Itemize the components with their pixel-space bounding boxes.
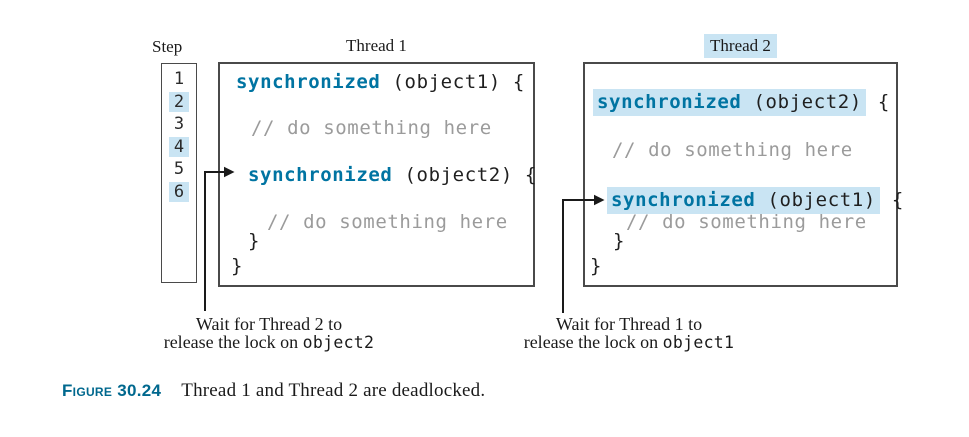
t2-keyword-2: synchronized bbox=[611, 189, 756, 211]
wait2-line2-text: release the lock on bbox=[523, 331, 663, 352]
step-number-5: 5 bbox=[173, 159, 185, 179]
step-number-3: 3 bbox=[173, 114, 185, 134]
thread2-title: Thread 2 bbox=[583, 34, 898, 58]
t1-comment-1: // do something here bbox=[251, 117, 492, 139]
t2-highlight-1: synchronized (object2) bbox=[593, 89, 866, 116]
figure-caption: Figure 30.24 Thread 1 and Thread 2 are de… bbox=[62, 380, 485, 402]
t1-comment-2: // do something here bbox=[267, 211, 508, 233]
t1-keyword-1: synchronized bbox=[236, 71, 381, 93]
step-column-label: Step bbox=[152, 37, 183, 56]
step-number-1: 1 bbox=[173, 69, 185, 89]
step-number-2: 2 bbox=[169, 91, 189, 112]
t1-closing-brace-inner: } bbox=[248, 230, 261, 252]
figure-label: Figure 30.24 bbox=[62, 381, 162, 400]
thread1-box bbox=[218, 62, 535, 287]
wait-caption-thread2: Wait for Thread 1 to release the lock on… bbox=[499, 314, 759, 352]
step-number-4: 4 bbox=[169, 136, 189, 157]
thread1-title-text: Thread 1 bbox=[346, 36, 407, 55]
wait1-line2-text: release the lock on bbox=[163, 331, 303, 352]
step-number-6: 6 bbox=[169, 181, 189, 202]
t2-line3-rest: (object1) bbox=[755, 189, 876, 211]
wait-caption-thread1: Wait for Thread 2 to release the lock on… bbox=[139, 314, 399, 352]
t2-comment-1: // do something here bbox=[612, 139, 853, 161]
wait1-line1: Wait for Thread 2 to bbox=[195, 314, 343, 334]
t1-line-sync-object1: synchronized (object1) { bbox=[236, 73, 525, 92]
t1-line-sync-object2: synchronized (object2) { bbox=[248, 166, 537, 185]
t2-line3-tail: { bbox=[879, 189, 904, 211]
t2-closing-brace-outer: } bbox=[590, 255, 603, 277]
t1-line3-rest: (object2) { bbox=[392, 164, 537, 186]
thread2-title-text: Thread 2 bbox=[704, 34, 777, 58]
wait2-line2: release the lock on object1 bbox=[499, 331, 759, 352]
t1-closing-brace-outer: } bbox=[231, 255, 244, 277]
wait1-object2-ref: object2 bbox=[302, 332, 375, 352]
t2-line-sync-object1: synchronized (object1) { bbox=[607, 187, 904, 214]
wait2-line1: Wait for Thread 1 to bbox=[555, 314, 703, 334]
t1-keyword-2: synchronized bbox=[248, 164, 393, 186]
t2-line-sync-object2: synchronized (object2) { bbox=[593, 89, 890, 116]
t2-highlight-2: synchronized (object1) bbox=[607, 187, 880, 214]
t2-keyword-1: synchronized bbox=[597, 91, 742, 113]
thread1-title: Thread 1 bbox=[218, 36, 535, 58]
wait1-line2: release the lock on object2 bbox=[139, 331, 399, 352]
t2-comment-2: // do something here bbox=[626, 211, 867, 233]
figure-caption-text: Thread 1 and Thread 2 are deadlocked. bbox=[181, 380, 486, 401]
wait2-object1-ref: object1 bbox=[662, 332, 735, 352]
t2-line1-tail: { bbox=[865, 91, 890, 113]
t2-line1-rest: (object2) bbox=[741, 91, 862, 113]
t1-line1-rest: (object1) { bbox=[380, 71, 525, 93]
step-column: 1 2 3 4 5 6 bbox=[161, 63, 197, 283]
t2-closing-brace-inner: } bbox=[613, 230, 626, 252]
